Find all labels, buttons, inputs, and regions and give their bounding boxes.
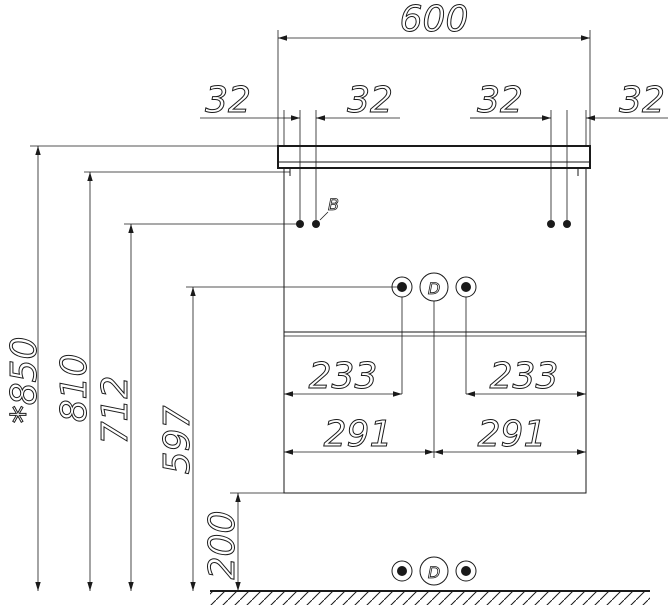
mounting-holes: B: [296, 195, 571, 228]
cabinet: [277, 145, 591, 494]
dim-600: 600: [400, 0, 469, 40]
dim-32-c: 32: [477, 80, 523, 121]
dim-291-left: 291: [324, 414, 393, 455]
drain-lower: D: [391, 556, 477, 586]
dim-233-right: 233: [490, 356, 559, 397]
cabinet-body: [283, 167, 587, 494]
dim-32-a: 32: [205, 80, 251, 121]
drain-label-bottom: D: [428, 563, 440, 582]
dim-233-left: 233: [309, 356, 378, 397]
dim-32-d: 32: [619, 80, 665, 121]
top-dimensions: 600 32 32 32 32: [200, 0, 668, 224]
dim-810: 810: [54, 354, 95, 423]
dim-850: *850: [4, 337, 45, 424]
drain-upper: D: [391, 272, 477, 302]
floor: [210, 590, 650, 605]
mount-label: B: [328, 195, 339, 214]
dim-200: 200: [202, 511, 243, 580]
dim-32-b: 32: [347, 80, 393, 121]
dim-712: 712: [95, 376, 136, 445]
dim-597: 597: [157, 406, 198, 475]
bottom-dimensions: 233 233 291 291: [283, 297, 587, 458]
drain-label-top: D: [428, 279, 440, 298]
height-dimensions: *850 810 712 597 200: [4, 145, 402, 591]
countertop: [277, 145, 591, 169]
dim-291-right: 291: [478, 414, 547, 455]
